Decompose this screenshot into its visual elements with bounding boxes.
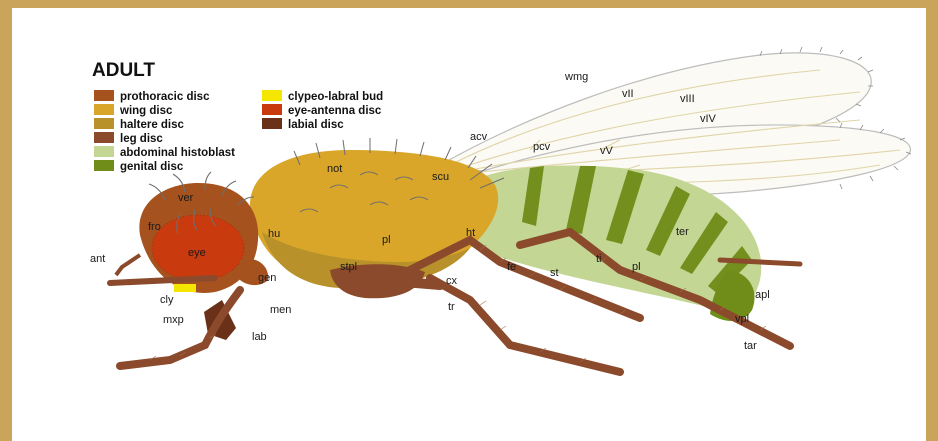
label-gen: gen — [258, 272, 276, 284]
legend-label-eye-antenna: eye-antenna disc — [288, 105, 382, 117]
label-lab: lab — [252, 331, 267, 343]
label-st: st — [550, 267, 559, 279]
legend-item-genital: genital disc — [94, 160, 184, 173]
label-ti: ti — [596, 253, 602, 265]
label-ant: ant — [90, 253, 105, 265]
legend-swatch-haltere — [94, 118, 114, 129]
label-tar: tar — [744, 340, 757, 352]
legend-label-wing: wing disc — [119, 105, 173, 117]
label-scu: scu — [432, 171, 449, 183]
label-ht: ht — [466, 227, 475, 239]
legend-item-eye-antenna: eye-antenna disc — [262, 104, 382, 117]
legend-swatch-clypeo-labral — [262, 90, 282, 101]
legend-swatch-eye-antenna — [262, 104, 282, 115]
label-cly: cly — [160, 294, 174, 306]
label-acv: acv — [470, 131, 488, 143]
legend-swatch-prothoracic — [94, 90, 114, 101]
label-vpl: vpl — [735, 313, 749, 325]
legend-item-labial: labial disc — [262, 118, 344, 131]
legend-item-leg: leg disc — [94, 132, 163, 145]
legend-swatch-labial — [262, 118, 282, 129]
label-mxp: mxp — [163, 314, 184, 326]
label-cx: cx — [446, 275, 458, 287]
label-tr: tr — [448, 301, 455, 313]
legend-label-prothoracic: prothoracic disc — [120, 91, 210, 103]
label-fro: fro — [148, 221, 161, 233]
label-pl-abdomen: pl — [632, 261, 641, 273]
figure-panel: ADULT prothoracic disc wing disc haltere… — [12, 8, 926, 441]
legend-label-haltere: haltere disc — [120, 119, 185, 131]
label-vIII: vIII — [680, 93, 695, 105]
label-apl: apl — [755, 289, 770, 301]
label-pcv: pcv — [533, 141, 551, 153]
label-pl-thorax: pl — [382, 234, 391, 246]
legend-label-genital: genital disc — [120, 161, 184, 173]
label-not: not — [327, 163, 342, 175]
label-fe: fe — [507, 261, 516, 273]
label-vIV: vIV — [700, 113, 717, 125]
legend-swatch-abdominal — [94, 146, 114, 157]
antenna — [116, 255, 140, 275]
label-men: men — [270, 304, 291, 316]
midleg-lower — [430, 278, 620, 372]
legend-swatch-wing — [94, 104, 114, 115]
legend-item-wing: wing disc — [94, 104, 173, 117]
clypeus — [174, 284, 196, 292]
legend-label-abdominal: abdominal histoblast — [120, 147, 235, 159]
legend-item-prothoracic: prothoracic disc — [94, 90, 210, 103]
fly-diagram: ADULT prothoracic disc wing disc haltere… — [12, 8, 926, 441]
legend-label-leg: leg disc — [120, 133, 163, 145]
legend-item-clypeo-labral: clypeo-labral bud — [262, 90, 383, 103]
label-wmg: wmg — [564, 71, 588, 83]
label-ver: ver — [178, 192, 194, 204]
label-vV: vV — [600, 145, 614, 157]
label-ter: ter — [676, 226, 689, 238]
legend-label-clypeo-labral: clypeo-labral bud — [288, 91, 383, 103]
label-hu: hu — [268, 228, 280, 240]
label-stpl: stpl — [340, 261, 357, 273]
coxa — [380, 280, 440, 285]
legend-swatch-genital — [94, 160, 114, 171]
legend-item-abdominal: abdominal histoblast — [94, 146, 235, 159]
label-eye: eye — [188, 247, 206, 259]
legend-swatch-leg — [94, 132, 114, 143]
legend-label-labial: labial disc — [288, 119, 344, 131]
legend-item-haltere: haltere disc — [94, 118, 185, 131]
figure-title: ADULT — [92, 60, 155, 81]
label-vII: vII — [622, 88, 634, 100]
